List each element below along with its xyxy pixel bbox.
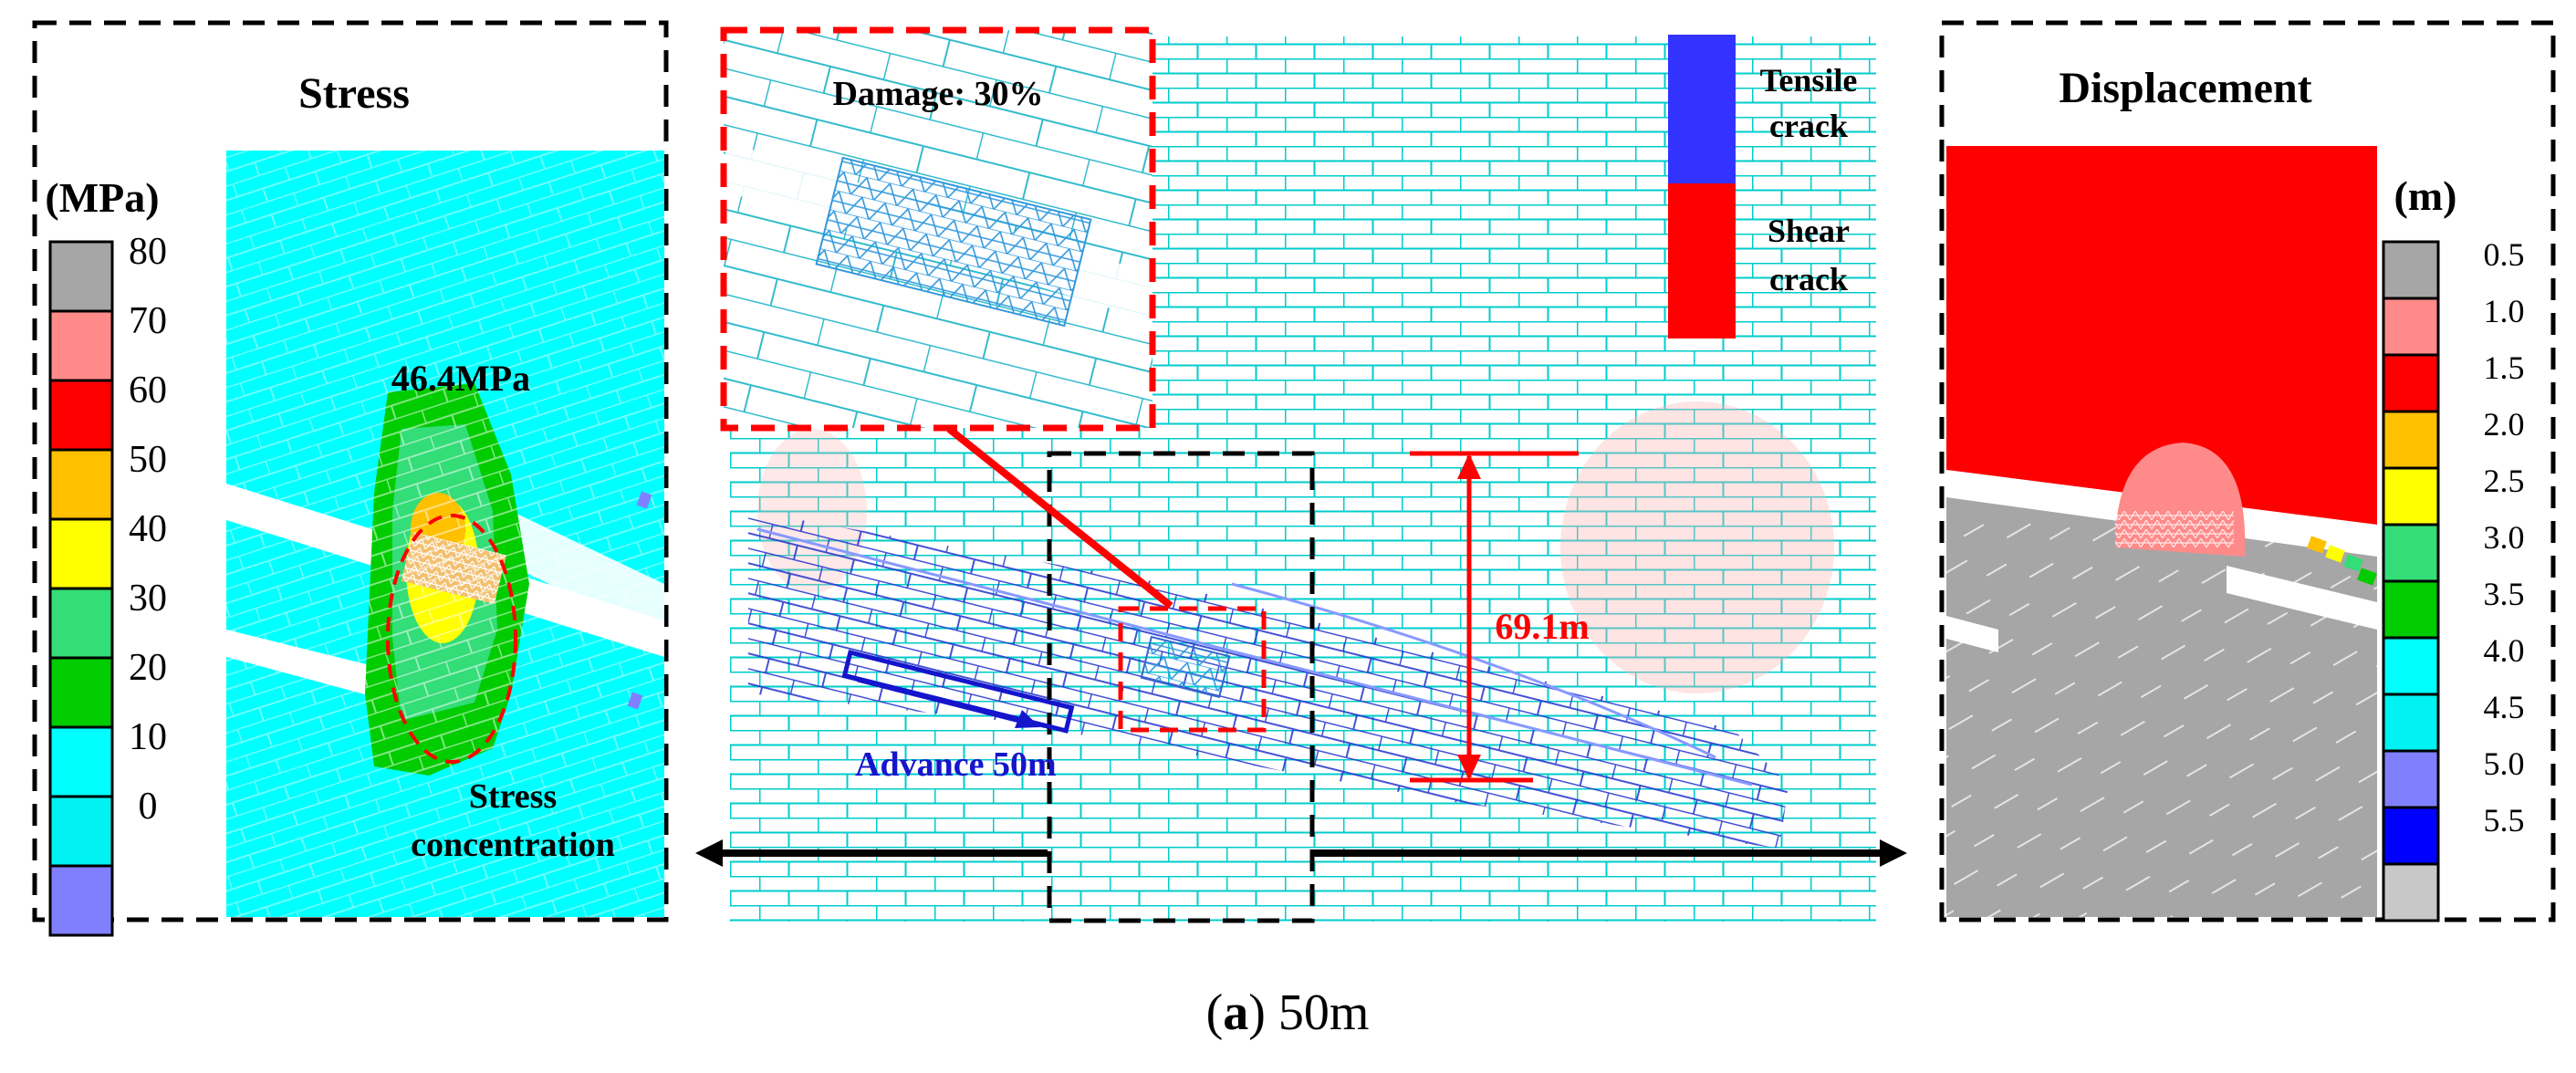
shear-crack-label-2: crack — [1769, 261, 1848, 297]
displacement-legend-swatch — [2382, 749, 2440, 809]
height-label: 69.1m — [1495, 606, 1589, 647]
tensile-crack-label-2: crack — [1769, 108, 1848, 144]
shear-crack-label-1: Shear — [1768, 213, 1850, 249]
stress-legend-swatch — [48, 309, 114, 382]
stress-legend-swatch — [48, 795, 114, 868]
tensile-crack-label-1: Tensile — [1760, 62, 1858, 99]
displacement-legend-swatch — [2382, 579, 2440, 640]
damage-zoom-target — [1118, 606, 1267, 733]
stress-region-box — [1047, 451, 1315, 923]
figure-caption: (a) 50m — [1206, 984, 1370, 1041]
caved-zone — [748, 511, 1789, 849]
stress-title: Stress — [298, 69, 410, 118]
advance-marker: Advance 50m — [841, 650, 1075, 784]
displacement-legend-swatch — [2382, 693, 2440, 753]
stress-legend-label: 10 — [129, 716, 167, 758]
displacement-zone-red — [1946, 146, 2377, 525]
stress-concentration-label-2: concentration — [411, 826, 615, 864]
displacement-legend-swatch — [2382, 410, 2440, 470]
damage-inset: Damage: 30% — [720, 26, 1156, 432]
displacement-legend-label: 5.0 — [2484, 745, 2525, 782]
stress-unit-label: (MPa) — [45, 174, 159, 221]
stress-legend-swatch — [48, 379, 114, 452]
stress-legend-swatch — [48, 864, 114, 937]
stress-panel: Stress 46.4MPa Stress — [32, 20, 669, 937]
stress-legend-swatch — [48, 725, 114, 798]
displacement-legend: 0.5 1.0 1.5 2.0 2.5 3.0 3.5 4.0 4.5 5.0 5.5 — [2382, 236, 2525, 922]
inset-connector-line — [946, 425, 1173, 609]
stress-legend-label: 40 — [129, 508, 167, 550]
damage-inset-frame — [720, 26, 1156, 432]
damage-inset-mesh — [816, 157, 1091, 327]
displacement-legend-swatch — [2382, 240, 2440, 300]
displacement-legend-swatch — [2382, 806, 2440, 866]
displacement-map — [1946, 146, 2377, 917]
stress-legend-swatch — [48, 656, 114, 729]
goaf-mesh — [1141, 637, 1230, 697]
stress-legend-label: 70 — [129, 300, 167, 342]
stress-legend: 80 70 60 50 40 30 20 10 0 — [48, 231, 167, 937]
center-panel: Damage: 30% Tensile crack Shear crack 69… — [695, 26, 1907, 923]
displacement-legend-label: 3.5 — [2484, 576, 2525, 612]
stress-concentration-label-1: Stress — [469, 777, 557, 816]
displacement-legend-label: 2.5 — [2484, 463, 2525, 499]
stress-legend-swatch — [48, 517, 114, 590]
peak-stress-label: 46.4MPa — [391, 358, 530, 399]
stress-legend-swatch — [48, 448, 114, 521]
stress-map — [226, 151, 664, 917]
displacement-legend-swatch — [2382, 523, 2440, 583]
shear-patch-right — [1560, 401, 1834, 693]
displacement-legend-label: 2.0 — [2484, 406, 2525, 443]
displacement-legend-swatch — [2382, 297, 2440, 357]
damage-label: Damage: 30% — [832, 75, 1043, 113]
stress-legend-label: 0 — [139, 786, 158, 828]
displacement-legend-swatch — [2382, 862, 2440, 922]
stress-legend-label: 80 — [129, 231, 167, 273]
stress-legend-swatch — [48, 587, 114, 660]
stress-legend-label: 60 — [129, 370, 167, 411]
stress-legend-label: 20 — [129, 647, 167, 689]
crack-legend: Tensile crack Shear crack — [1668, 35, 1857, 339]
displacement-panel-frame — [1939, 20, 2556, 922]
displacement-legend-label: 5.5 — [2484, 802, 2525, 839]
stress-panel-frame — [32, 20, 669, 922]
displacement-panel: Displacement (m) 0.5 1.0 1.5 2.0 2.5 3.0 3.5 4.… — [1939, 20, 2556, 922]
stress-concentration-ellipse — [386, 514, 517, 764]
height-marker: 69.1m — [1410, 451, 1590, 783]
displacement-legend-label: 4.5 — [2484, 689, 2525, 725]
displacement-legend-label: 1.5 — [2484, 349, 2525, 386]
advance-label: Advance 50m — [855, 745, 1057, 784]
displacement-unit-label: (m) — [2394, 172, 2457, 219]
caption-letter: a — [1223, 984, 1248, 1041]
displacement-title: Displacement — [2059, 64, 2311, 112]
caption-text: 50m — [1266, 984, 1370, 1041]
stress-legend-label: 50 — [129, 439, 167, 481]
stress-legend-swatch — [48, 240, 114, 313]
stress-legend-label: 30 — [129, 578, 167, 620]
shear-crack-swatch — [1668, 183, 1736, 339]
displacement-legend-label: 1.0 — [2484, 293, 2525, 329]
tensile-crack-swatch — [1668, 35, 1736, 183]
displacement-legend-label: 4.0 — [2484, 632, 2525, 669]
displacement-legend-swatch — [2382, 636, 2440, 696]
displacement-legend-swatch — [2382, 353, 2440, 413]
displacement-legend-swatch — [2382, 466, 2440, 526]
displacement-legend-label: 3.0 — [2484, 519, 2525, 556]
displacement-legend-label: 0.5 — [2484, 236, 2525, 273]
